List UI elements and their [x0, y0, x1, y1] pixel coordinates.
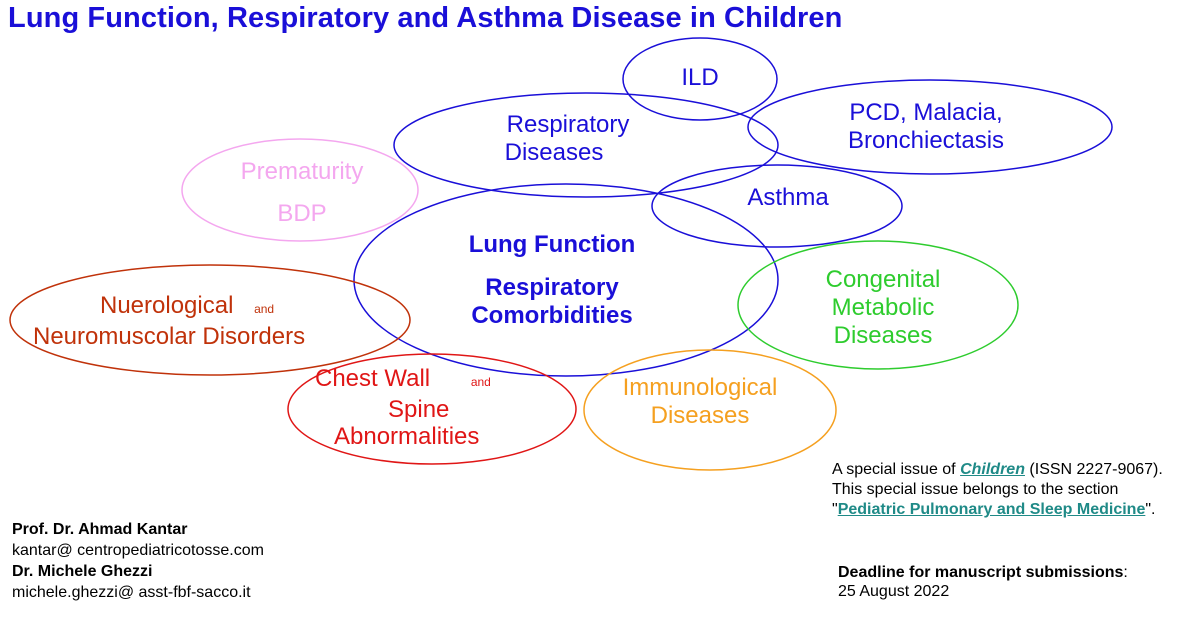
author-email-2[interactable]: michele.ghezzi@ asst-fbf-sacco.it	[12, 584, 251, 601]
node-chest-line1: Chest Wall	[315, 365, 431, 392]
node-congenital-line2: Metabolic	[831, 294, 935, 321]
node-immuno-label: Immunological Diseases	[585, 374, 815, 430]
node-center-label: Lung Function Respiratory Comorbidities	[412, 231, 692, 330]
ellipse-chest	[287, 353, 577, 465]
node-congenital-label: Congenital Metabolic Diseases	[778, 266, 988, 350]
node-respiratory-label: Respiratory Diseases	[452, 111, 684, 167]
ellipse-neuro	[9, 264, 411, 376]
section-link[interactable]: Pediatric Pulmonary and Sleep Medicine	[837, 501, 1146, 518]
page-title: Lung Function, Respiratory and Asthma Di…	[8, 2, 843, 34]
ellipse-prematurity	[181, 138, 419, 242]
issue-suffix: ".	[1145, 501, 1156, 518]
node-immuno-line1: Immunological	[622, 374, 778, 401]
node-center-line1: Lung Function	[468, 231, 636, 258]
node-chest-label: Chest Wall and Spine Abnormalities	[306, 365, 566, 450]
special-issue-note: A special issue of Children (ISSN 2227-9…	[832, 460, 1192, 520]
node-prematurity-label: Prematurity BDP	[202, 151, 402, 235]
node-pcd-label: PCD, Malacia, Bronchiectasis	[795, 99, 1057, 155]
node-neuro-label: Nuerological and Neuromuscolar Disorders	[22, 292, 402, 351]
node-chest-and: and	[470, 375, 491, 389]
author-name-2: Dr. Michele Ghezzi	[12, 563, 153, 580]
deadline-colon: :	[1123, 564, 1128, 581]
issue-prefix: A special issue of	[832, 461, 961, 478]
node-immuno-line2: Diseases	[650, 402, 750, 429]
node-neuro-line2: Neuromuscolar Disorders	[33, 323, 306, 350]
ellipse-respiratory	[393, 92, 779, 198]
ellipse-immuno	[583, 349, 837, 471]
author-name-1: Prof. Dr. Ahmad Kantar	[12, 521, 188, 538]
node-center-line3: Comorbidities	[471, 302, 633, 329]
ellipse-asthma	[651, 164, 903, 248]
node-chest-line3: Abnormalities	[334, 423, 480, 450]
node-respiratory-line1: Respiratory	[506, 111, 630, 138]
ellipse-ild	[622, 37, 778, 121]
issue-issn: (ISSN 2227-9067). This special issue bel…	[832, 461, 1163, 518]
node-congenital-line3: Diseases	[833, 322, 933, 349]
author-email-1[interactable]: kantar@ centropediatricotosse.com	[12, 542, 264, 559]
node-asthma-label: Asthma	[747, 184, 829, 211]
node-ild-label: ILD	[681, 64, 719, 91]
node-prematurity-line1: Prematurity	[240, 158, 364, 185]
ellipse-center	[353, 183, 779, 377]
node-chest-line2: Spine	[388, 396, 450, 423]
ellipse-pcd	[747, 79, 1113, 175]
ellipse-congenital	[737, 240, 1019, 370]
node-center-line2: Respiratory	[485, 274, 619, 301]
node-neuro-and: and	[254, 302, 275, 316]
node-respiratory-line2: Diseases	[504, 139, 604, 166]
deadline-label: Deadline for manuscript submissions	[838, 564, 1124, 581]
authors-block: Prof. Dr. Ahmad Kantar kantar@ centroped…	[12, 519, 264, 603]
node-neuro-line1: Nuerological	[100, 292, 234, 319]
journal-link[interactable]: Children	[960, 461, 1025, 478]
node-prematurity-line2: BDP	[277, 200, 327, 227]
node-pcd-line1: PCD, Malacia,	[849, 99, 1003, 126]
node-pcd-line2: Bronchiectasis	[847, 127, 1005, 154]
deadline-date: 25 August 2022	[838, 583, 950, 600]
deadline-block: Deadline for manuscript submissions: 25 …	[838, 563, 1138, 601]
node-congenital-line1: Congenital	[825, 266, 941, 293]
